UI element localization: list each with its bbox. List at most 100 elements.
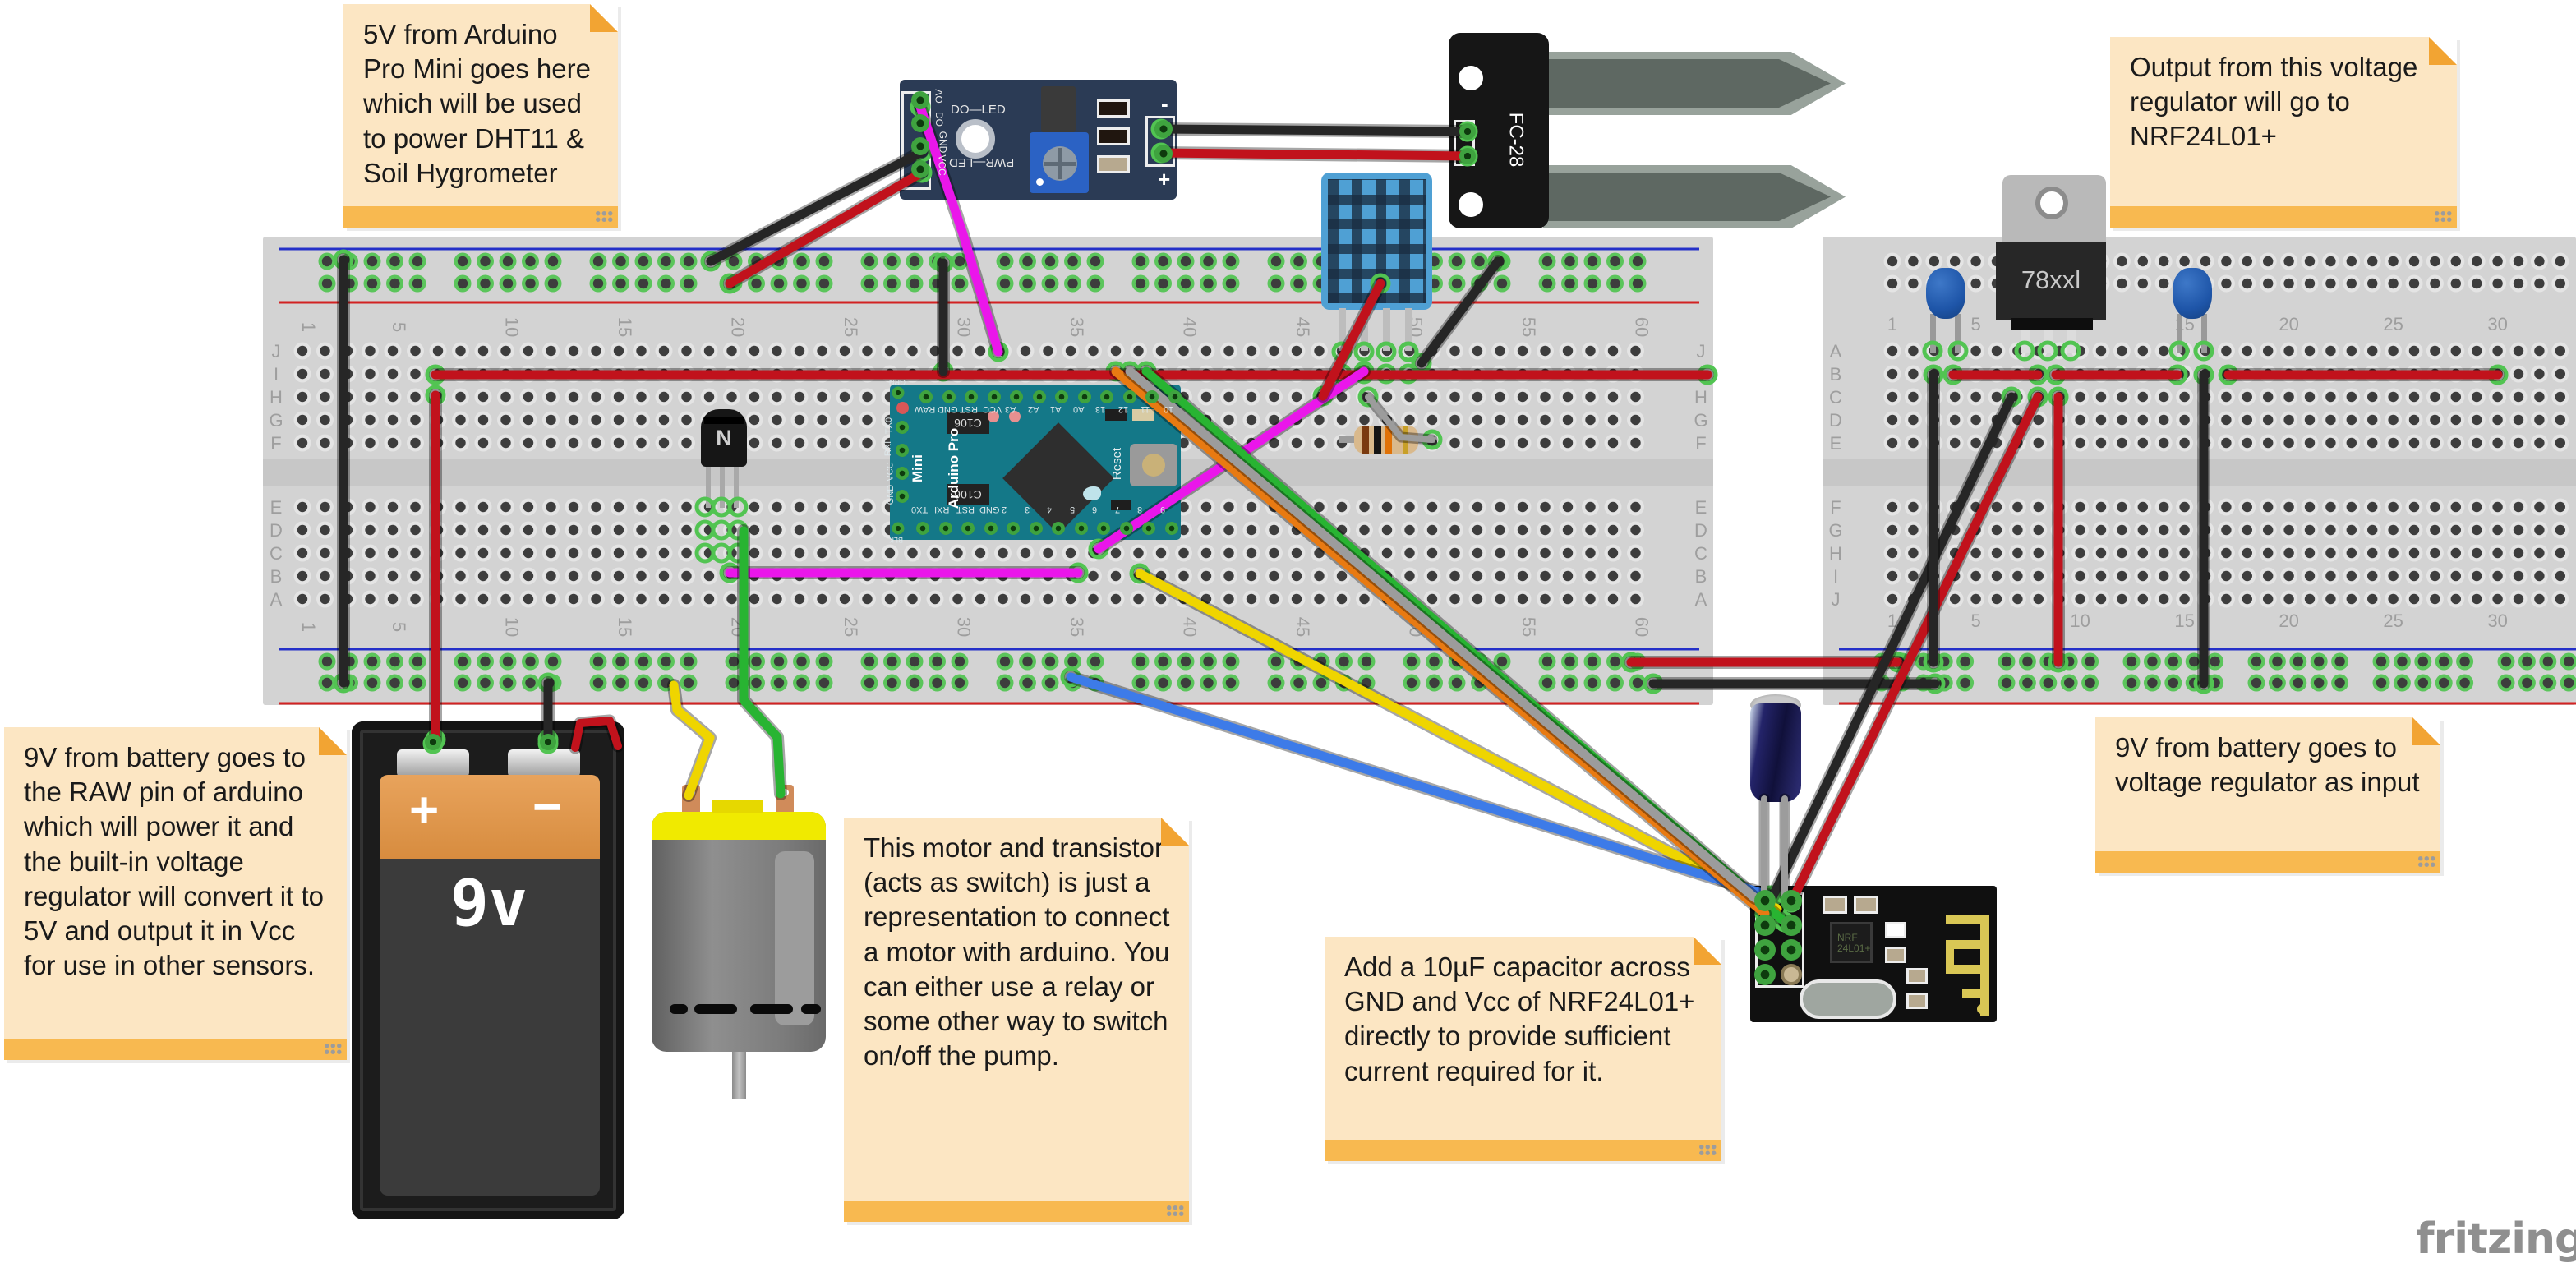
note-fold-icon: [2429, 37, 2457, 65]
arduino-pin-label-top: A2: [1027, 404, 1039, 414]
svg-text:B: B: [1695, 566, 1707, 587]
arduino-pin-top: [919, 390, 933, 403]
fc28-body: FC-28: [1449, 33, 1549, 228]
arduino-pin-bottom: [1052, 522, 1065, 535]
svg-text:30: 30: [2487, 314, 2507, 334]
dht11-leg-2: [1361, 308, 1368, 351]
svg-text:H: H: [1694, 387, 1707, 408]
note-resize-grip[interactable]: [324, 1043, 342, 1056]
svg-text:20: 20: [728, 317, 749, 337]
nrf-smd-6: [1906, 993, 1928, 1009]
svg-text:25: 25: [2383, 314, 2403, 334]
note-motor[interactable]: This motor and transistor (acts as switc…: [844, 818, 1189, 1222]
module-pin: [1154, 120, 1173, 138]
arduino-pin-left: [896, 490, 909, 503]
nrf-smd-3: [1885, 922, 1906, 938]
note-footer-bar: [1325, 1140, 1721, 1161]
arduino-pin-label-top: VCC: [982, 404, 1002, 414]
svg-text:30: 30: [2487, 611, 2507, 631]
battery-terminal: [425, 734, 441, 750]
module-pin-label: DO: [933, 112, 945, 127]
arduino-pin-label-bottom: 5: [1069, 505, 1075, 514]
module-led-lens: [956, 119, 995, 159]
nrf-chip-line2: 24L01+: [1837, 942, 1871, 954]
arduino-pin-top: [1032, 390, 1046, 403]
svg-text:15: 15: [2174, 611, 2194, 631]
note-regulator-output-text: Output from this voltage regulator will …: [2130, 52, 2418, 152]
npn-transistor[interactable]: N: [701, 409, 747, 467]
resistor[interactable]: [1354, 426, 1418, 454]
battery-minus: −: [532, 779, 563, 836]
arduino-pin-label-bottom: TX0: [911, 505, 929, 514]
trimpot-dot: [1036, 178, 1044, 186]
module-ic: [1041, 86, 1076, 132]
arduino-pin-bottom: [1142, 522, 1155, 535]
svg-text:45: 45: [1293, 317, 1313, 337]
module-trimpot[interactable]: [1030, 132, 1089, 193]
arduino-pin-label-top: GND: [937, 404, 957, 414]
nrf-header-pad: [1754, 890, 1776, 911]
arduino-reset-label: Reset: [1110, 447, 1125, 481]
battery-9v[interactable]: + − 9v: [380, 775, 600, 1196]
fc28-hole-top: [1459, 66, 1483, 90]
module-pin-label: AO: [933, 89, 945, 104]
nrf-chip: NRF 24L01+: [1830, 922, 1873, 963]
motor-top-nub: [712, 800, 763, 813]
svg-text:40: 40: [1180, 317, 1200, 337]
note-fold-icon: [1161, 818, 1189, 846]
note-resize-grip[interactable]: [595, 210, 613, 224]
note-capacitor[interactable]: Add a 10µF capacitor across GND and Vcc …: [1325, 937, 1721, 1161]
nrf-smd-4: [1885, 947, 1906, 963]
note-battery-raw[interactable]: 9V from battery goes to the RAW pin of a…: [4, 727, 347, 1060]
note-resize-grip[interactable]: [1698, 1144, 1717, 1157]
note-resize-grip[interactable]: [1166, 1205, 1184, 1218]
electrolytic-capacitor[interactable]: [1750, 703, 1801, 802]
svg-text:F: F: [1695, 433, 1706, 454]
nrf-antenna: [1946, 915, 1989, 1016]
reset-button-cap: [1142, 454, 1165, 477]
svg-text:15: 15: [615, 617, 635, 637]
transistor-leg-2: [720, 460, 725, 508]
svg-text:F: F: [270, 433, 281, 454]
dht11-sensor[interactable]: [1321, 173, 1432, 310]
svg-text:5: 5: [389, 622, 409, 632]
note-battery-regulator[interactable]: 9V from battery goes to voltage regulato…: [2095, 717, 2440, 873]
module-pin: [911, 160, 929, 178]
svg-text:35: 35: [1067, 317, 1087, 337]
note-5v-supply[interactable]: 5V from Arduino Pro Mini goes here which…: [343, 4, 618, 228]
svg-text:60: 60: [1632, 317, 1652, 337]
note-resize-grip[interactable]: [2434, 210, 2452, 224]
arduino-pin-label-top: 12: [1117, 404, 1128, 414]
arduino-pin-label-top: 13: [1095, 404, 1106, 414]
voltage-regulator-78xxl[interactable]: 78xxl: [1996, 242, 2106, 330]
dht11-leg-1: [1339, 308, 1346, 351]
note-regulator-output[interactable]: Output from this voltage regulator will …: [2110, 37, 2457, 228]
arduino-pin-label-left: VCC: [885, 462, 896, 482]
svg-text:45: 45: [1293, 617, 1313, 637]
svg-text:H: H: [270, 387, 283, 408]
note-fold-icon: [1694, 937, 1721, 965]
ceramic-capacitor-2[interactable]: [2173, 268, 2212, 319]
arduino-title-arduino-pro: Arduino Pro: [946, 427, 962, 509]
arduino-pin-bottom: [1074, 522, 1088, 535]
nrf-header-pad-empty: [1781, 964, 1802, 985]
fritzing-watermark: fritzing: [2416, 1214, 2576, 1264]
svg-text:D: D: [1829, 410, 1842, 431]
note-footer-bar: [2095, 851, 2440, 873]
arduino-pin-bottom: [1097, 522, 1110, 535]
arduino-pin-label-top: A1: [1050, 404, 1062, 414]
fc28-prong-top-core: [1543, 59, 1831, 108]
dc-motor[interactable]: [652, 812, 826, 1052]
svg-text:55: 55: [1518, 317, 1539, 337]
arduino-pin-bottom: [961, 522, 975, 535]
arduino-pin-left: [896, 421, 909, 434]
note-resize-grip[interactable]: [2417, 855, 2435, 869]
svg-text:30: 30: [954, 617, 975, 637]
ceramic-capacitor-1[interactable]: [1926, 268, 1965, 319]
arduino-reset-button[interactable]: [1130, 444, 1177, 486]
arduino-pin-label-bottom: GND: [979, 505, 999, 514]
svg-text:J: J: [1697, 341, 1706, 362]
svg-text:50: 50: [1406, 617, 1426, 637]
arduino-pin-bottom: [916, 522, 929, 535]
arduino-grn-label: GRN: [889, 378, 906, 386]
